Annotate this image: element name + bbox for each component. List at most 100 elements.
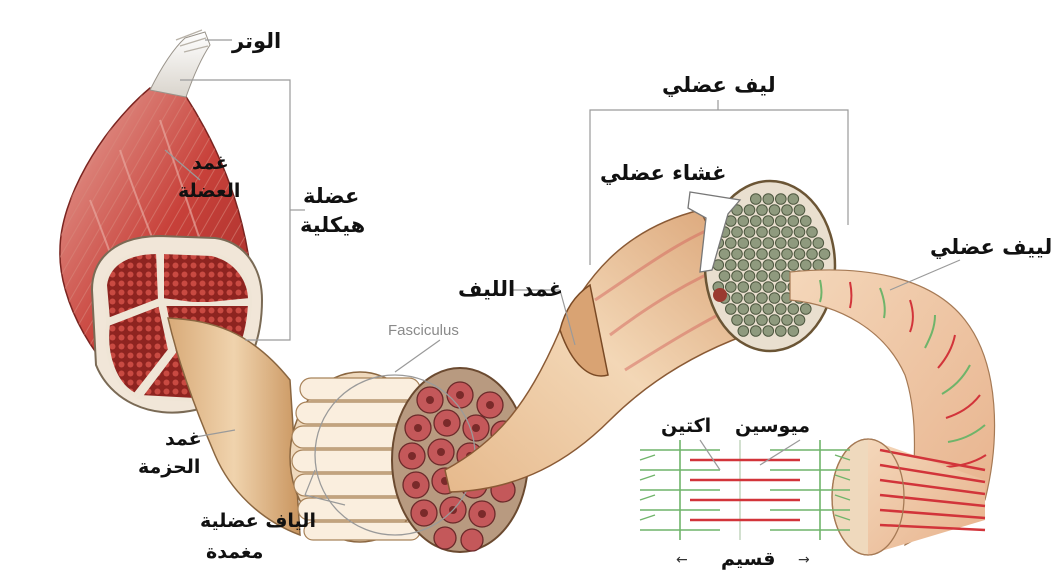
myofibril-dot [769, 271, 780, 282]
myofibril-dot [726, 282, 737, 293]
myofibril-dot [738, 216, 749, 227]
label-perimysium-line1: غمد [165, 428, 202, 452]
myofibril-dot [751, 238, 762, 249]
myofibril-dot [776, 326, 787, 337]
fascicle-cone [168, 318, 300, 535]
label-sarcolemma: غشاء عضلي [600, 160, 727, 186]
myofibril-dot [726, 238, 737, 249]
myofibril-dot [744, 315, 755, 326]
myofibril-dot [807, 227, 818, 238]
myofibril-dot [732, 227, 743, 238]
myofibril-dot [807, 249, 818, 260]
myofibril-dot [732, 271, 743, 282]
myofibril-dot [794, 205, 805, 216]
myofibril-dot [776, 282, 787, 293]
myofibril-dot [813, 238, 824, 249]
myofibril-dot [788, 216, 799, 227]
myofibril-dot [738, 260, 749, 271]
label-perimysium-line2: الحزمة [138, 456, 200, 480]
myofibril-dot [769, 293, 780, 304]
myofibril-dot [726, 260, 737, 271]
myofibril-dot [732, 293, 743, 304]
myofibril-dot [782, 205, 793, 216]
label-myofibril: لييف عضلي [930, 234, 1051, 260]
label-sarcomere: قسيم [721, 548, 775, 572]
myofibril-dot [744, 271, 755, 282]
myofibril-dot [751, 304, 762, 315]
myofibril-dot [794, 227, 805, 238]
myofibril-dot [782, 315, 793, 326]
tendon-shape [150, 30, 210, 97]
myofibril-dot [763, 216, 774, 227]
myofibril-dot [801, 238, 812, 249]
myofibril-dot [794, 249, 805, 260]
myofibril-dot [776, 194, 787, 205]
myofibril-dot [719, 249, 730, 260]
myofibril-dot [726, 304, 737, 315]
myofibril-dot [813, 260, 824, 271]
myofibril-dot [788, 304, 799, 315]
myofibril-dot [757, 293, 768, 304]
label-epimysium-line1: غمد [192, 152, 229, 176]
label-skeletal-muscle-line2: هيكلية [300, 212, 365, 238]
label-fasciculus: Fasciculus [388, 322, 459, 339]
myofibril-dot [801, 216, 812, 227]
myofibril-dot [744, 293, 755, 304]
myofibril-dot [763, 260, 774, 271]
label-actin: اكتين [661, 415, 711, 439]
label-epimysium-line2: العضلة [178, 180, 240, 204]
myofibril-dot [751, 216, 762, 227]
myofibril-dot [801, 304, 812, 315]
myofibril-dot [782, 227, 793, 238]
label-fiber-sheath: غمد الليف [458, 276, 563, 302]
myofibril-dot [769, 315, 780, 326]
myofibril-dot [776, 216, 787, 227]
myofibril-dot [819, 249, 830, 260]
myofibril-dot [751, 194, 762, 205]
myofibril-dot [751, 326, 762, 337]
muscle-fiber [445, 181, 835, 492]
myofibril-dot [782, 249, 793, 260]
myofibril-dot [757, 315, 768, 326]
myofibril-dot [757, 271, 768, 282]
myofibril-dot [751, 282, 762, 293]
myofibril-dot [751, 260, 762, 271]
myofibril-dot [769, 227, 780, 238]
myofibril-dot [763, 282, 774, 293]
myofibril-dot [776, 260, 787, 271]
myofibril-dot [719, 271, 730, 282]
myofibril-dot [757, 227, 768, 238]
label-skeletal-muscle-line1: عضلة [303, 183, 359, 209]
myofibril-dot [788, 260, 799, 271]
myofibril-dot [763, 238, 774, 249]
label-myosin: ميوسين [735, 415, 810, 439]
myofibril-dot [757, 249, 768, 260]
sarcomere-right-arrow: → [798, 552, 810, 568]
label-tendon: الوتر [232, 28, 281, 54]
myofibril-dot [763, 304, 774, 315]
myofibril-dot [788, 194, 799, 205]
myofibril-dot [763, 326, 774, 337]
myofibril-dot [744, 205, 755, 216]
myofibril-dot [788, 326, 799, 337]
myofibril-dot [738, 238, 749, 249]
label-bundled-fibers-line1: الياف عضلية [200, 510, 316, 534]
myofibril-dot [801, 260, 812, 271]
myofibril-dot [738, 326, 749, 337]
label-muscle-fiber: ليف عضلي [662, 72, 776, 98]
myofibril-dot [738, 304, 749, 315]
myofibril-dot [769, 249, 780, 260]
myofibril-dot [744, 249, 755, 260]
myofibril-dot [776, 304, 787, 315]
myofibril-dot [744, 227, 755, 238]
myofibril-dot [769, 205, 780, 216]
myofibril-dot [788, 238, 799, 249]
sarcomere-left-arrow: ← [676, 552, 688, 568]
label-bundled-fibers-line2: مغمدة [206, 541, 263, 565]
myofibril-dot [776, 238, 787, 249]
myofibril-dot [738, 282, 749, 293]
myofibril-dot [763, 194, 774, 205]
sarcomere-filaments [640, 440, 850, 540]
myofibril-dot [794, 315, 805, 326]
myofibril-dot [757, 205, 768, 216]
